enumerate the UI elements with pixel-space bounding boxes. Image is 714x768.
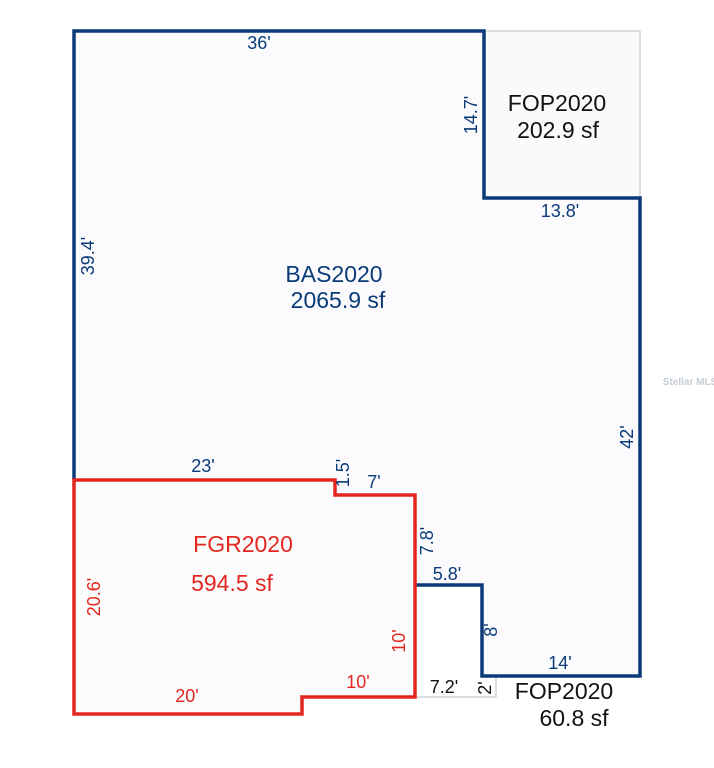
dim-42: 42' (617, 425, 637, 448)
dim-13-8: 13.8' (541, 201, 579, 221)
dim-20: 20' (175, 686, 198, 706)
dim-20-6: 20.6' (84, 578, 104, 616)
dim-7-8: 7.8' (417, 527, 437, 555)
fop-bottom-area-label: 60.8 sf (539, 705, 609, 731)
dim-10-vertical: 10' (389, 629, 409, 652)
dim-14-7: 14.7' (461, 96, 481, 134)
dim-5-8: 5.8' (433, 564, 461, 584)
dim-39-4: 39.4' (78, 237, 98, 275)
watermark-logo: Stellar MLS (663, 377, 714, 388)
fop-bottom-name-label: FOP2020 (515, 678, 613, 704)
dim-1-5: 1.5' (333, 459, 353, 487)
dim-14: 14' (548, 653, 571, 673)
bas-area-fill (74, 31, 640, 676)
dim-2: 2' (475, 681, 495, 694)
bas-area-label: 2065.9 sf (291, 287, 386, 313)
bas-outline (72, 29, 642, 678)
dim-8: 8' (481, 623, 501, 636)
dim-7-2: 7.2' (430, 677, 458, 697)
dim-top-36: 36' (247, 33, 270, 53)
fop-top-name-label: FOP2020 (508, 90, 606, 116)
dim-23: 23' (191, 456, 214, 476)
bas-name-label: BAS2020 (285, 261, 382, 287)
dim-7: 7' (367, 472, 380, 492)
dim-10-horizontal: 10' (346, 672, 369, 692)
fgr-name-label: FGR2020 (193, 531, 293, 557)
fgr-area-label: 594.5 sf (191, 570, 273, 596)
fgr-outline (72, 478, 417, 716)
fop-top-area-label: 202.9 sf (517, 117, 599, 143)
